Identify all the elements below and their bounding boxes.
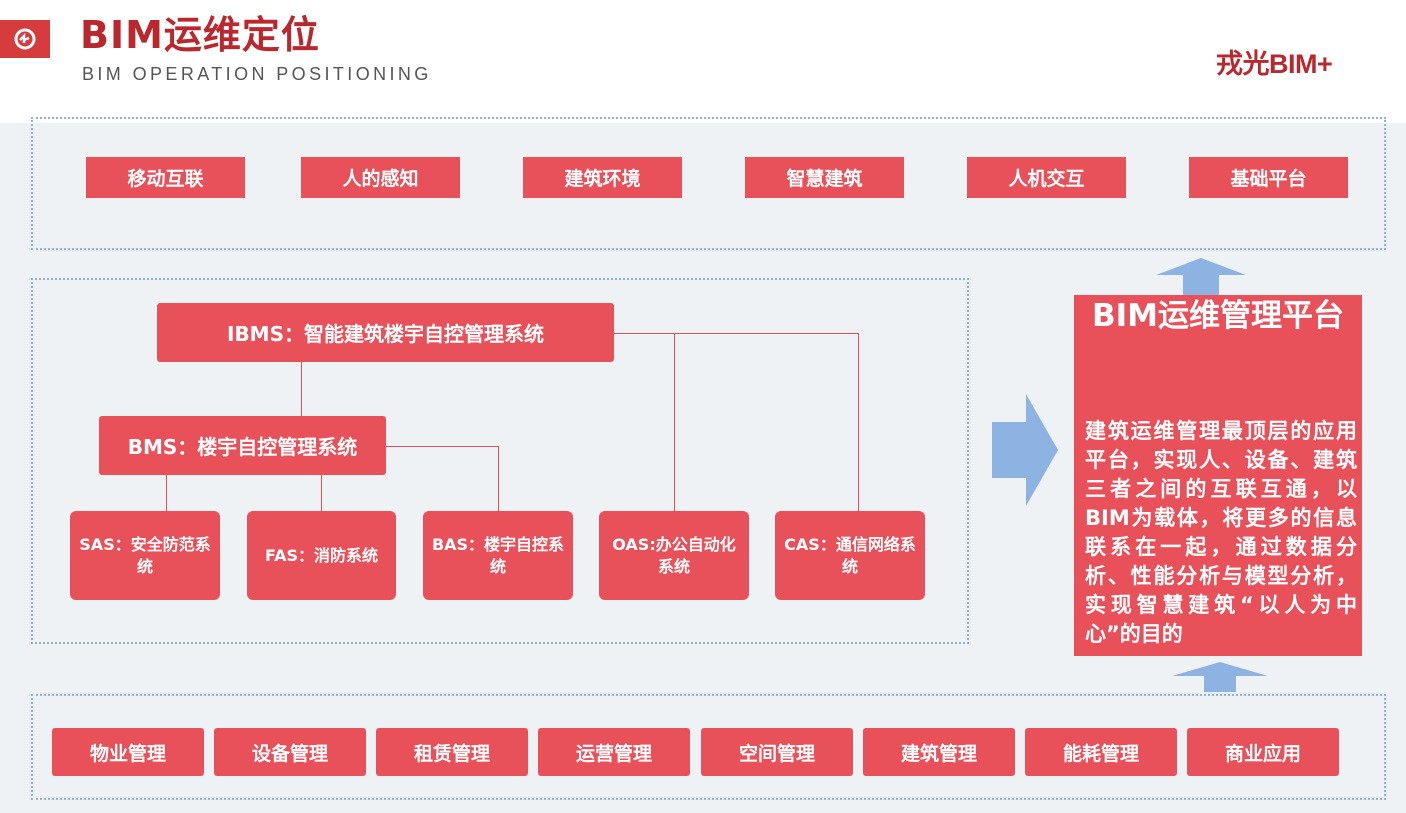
- platform-title: BIM运维管理平台: [1091, 298, 1344, 334]
- bottom-tag-lease-management: 租赁管理: [376, 728, 528, 776]
- connector-line: [166, 474, 167, 512]
- top-tag-base-platform: 基础平台: [1189, 157, 1348, 198]
- logo-icon: [14, 28, 36, 50]
- platform-description: 建筑运维管理最顶层的应用平台，实现人、设备、建筑三者之间的互联互通，以BIM为载…: [1085, 419, 1357, 646]
- page-subtitle: BIM OPERATION POSITIONING: [82, 64, 432, 84]
- top-tag-human-perception: 人的感知: [301, 157, 460, 198]
- oas-box: OAS:办公自动化系统: [599, 511, 749, 600]
- bms-box: BMS：楼宇自控管理系统: [99, 416, 386, 475]
- bas-box: BAS：楼宇自控系统: [423, 511, 573, 600]
- sas-box: SAS：安全防范系统: [70, 511, 220, 600]
- logo: [0, 20, 50, 58]
- bim-platform-box: BIM运维管理平台 建筑运维管理最顶层的应用平台，实现人、设备、建筑三者之间的互…: [1074, 295, 1362, 656]
- ibms-box: IBMS：智能建筑楼宇自控管理系统: [157, 303, 614, 362]
- bottom-tag-operation-management: 运营管理: [538, 728, 690, 776]
- connector-line: [301, 361, 302, 417]
- connector-line: [321, 474, 322, 512]
- connector-line: [498, 446, 499, 512]
- bottom-tag-property-management: 物业管理: [52, 728, 204, 776]
- page-title: BIM运维定位: [80, 13, 320, 57]
- up-arrow-icon: [1156, 258, 1246, 295]
- connector-line: [612, 333, 859, 334]
- right-arrow-icon: [992, 394, 1058, 506]
- bottom-group: [31, 694, 1386, 800]
- connector-line: [385, 446, 499, 447]
- fas-box: FAS：消防系统: [247, 511, 396, 600]
- brand-logo-text: 戎光BIM+: [1216, 49, 1333, 79]
- bottom-tag-energy-management: 能耗管理: [1025, 728, 1177, 776]
- up-arrow-icon: [1172, 662, 1268, 692]
- bottom-tag-space-management: 空间管理: [701, 728, 853, 776]
- cas-box: CAS：通信网络系统: [775, 511, 925, 600]
- bottom-tag-commercial-application: 商业应用: [1187, 728, 1339, 776]
- connector-line: [858, 333, 859, 513]
- bottom-tag-building-management: 建筑管理: [863, 728, 1015, 776]
- top-tag-human-computer-interaction: 人机交互: [967, 157, 1126, 198]
- top-group: [31, 117, 1386, 250]
- top-tag-building-environment: 建筑环境: [523, 157, 682, 198]
- systems-group: [31, 278, 969, 644]
- connector-line: [674, 333, 675, 513]
- bottom-tag-equipment-management: 设备管理: [214, 728, 366, 776]
- top-tag-mobile-internet: 移动互联: [86, 157, 245, 198]
- top-tag-smart-building: 智慧建筑: [745, 157, 904, 198]
